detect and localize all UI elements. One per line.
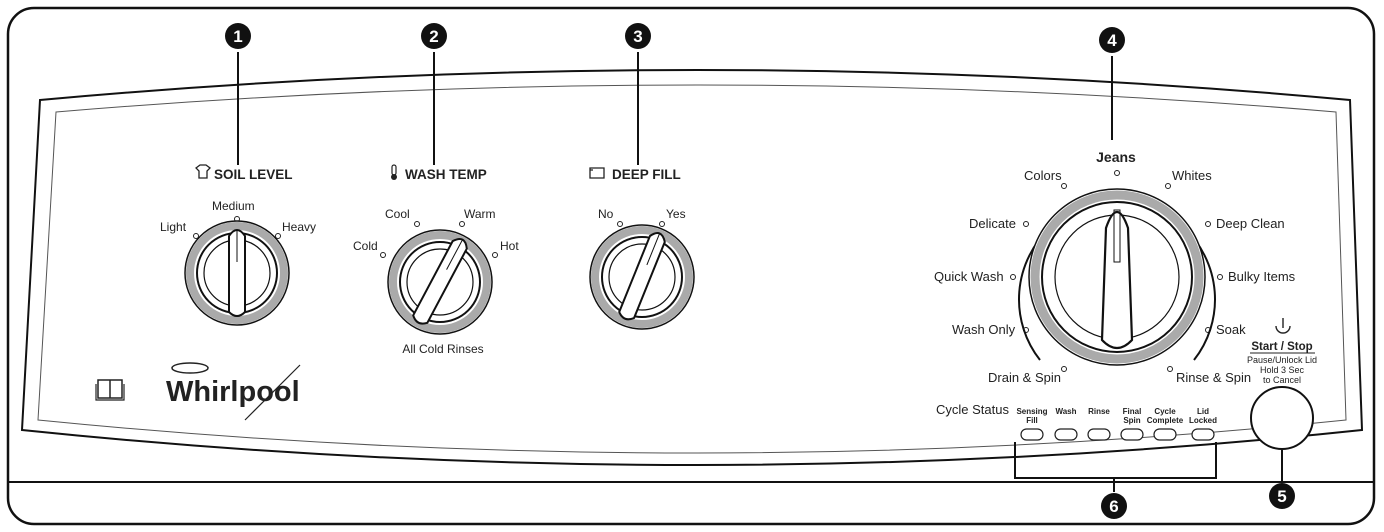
callout-3	[625, 23, 651, 49]
cycle-option-soak: Soak	[1216, 322, 1246, 337]
all-cold-rinses-note: All Cold Rinses	[402, 342, 483, 356]
callout-1-number: 1	[233, 27, 242, 46]
console-outline	[20, 69, 1364, 466]
temp-dot-hot	[492, 252, 498, 258]
cycle-option-jeans: Jeans	[1096, 149, 1136, 165]
power-icon	[1275, 318, 1291, 334]
start-stop-line3: to Cancel	[1263, 375, 1301, 385]
callout-4-number: 4	[1107, 31, 1117, 50]
cycle-dial-pointer	[1100, 210, 1134, 350]
temp-option-hot: Hot	[500, 239, 519, 253]
soil-level-knob[interactable]	[184, 220, 290, 326]
console-inner-outline	[37, 84, 1347, 454]
start-stop-line1: Pause/Unlock Lid	[1247, 355, 1317, 365]
callout-5	[1269, 483, 1295, 509]
manual-book-icon[interactable]	[95, 379, 125, 401]
cycle-dot-bulky-items	[1217, 274, 1223, 280]
status-light-sensing-fill	[1020, 428, 1044, 441]
start-stop-button[interactable]	[1250, 386, 1314, 450]
soil-option-heavy: Heavy	[282, 220, 316, 234]
cycle-dot-whites	[1165, 183, 1171, 189]
cycle-dot-drain-spin	[1061, 366, 1067, 372]
start-stop-title: Start / Stop	[1251, 341, 1312, 353]
callout-3-number: 3	[633, 27, 642, 46]
soil-option-light: Light	[160, 220, 187, 234]
cycle-option-whites: Whites	[1172, 168, 1212, 183]
soil-shirt-icon	[195, 164, 211, 179]
cycle-option-drain-spin: Drain & Spin	[988, 370, 1061, 385]
cycle-dot-colors	[1061, 183, 1067, 189]
status-lid-l1: Lid	[1197, 407, 1209, 416]
cycle-option-delicate: Delicate	[969, 216, 1016, 231]
temp-dot-warm	[459, 221, 465, 227]
cycle-option-quick-wash: Quick Wash	[934, 269, 1004, 284]
callout-6	[1101, 493, 1127, 519]
cycle-dot-rinse-spin	[1167, 366, 1173, 372]
cycle-option-colors: Colors	[1024, 168, 1062, 183]
cycle-dot-quick-wash	[1010, 274, 1016, 280]
status-light-final-spin	[1120, 428, 1144, 441]
temp-option-cool: Cool	[385, 207, 410, 221]
deep-fill-tub-icon	[589, 167, 605, 179]
cycle-option-rinse-spin: Rinse & Spin	[1176, 370, 1251, 385]
thermometer-icon	[391, 164, 397, 180]
status-final-l2: Spin	[1123, 416, 1140, 425]
temp-option-warm: Warm	[464, 207, 496, 221]
temp-knob-pointer	[412, 238, 468, 325]
deepfill-option-yes: Yes	[666, 207, 686, 221]
status-lid-l2: Locked	[1189, 416, 1217, 425]
status-cycle-l2: Complete	[1147, 416, 1184, 425]
deepfill-knob-pointer	[618, 232, 666, 321]
deep-fill-title: DEEP FILL	[612, 167, 681, 182]
callout-6-number: 6	[1109, 497, 1118, 516]
temp-dot-cool	[414, 221, 420, 227]
soil-level-title: SOIL LEVEL	[214, 167, 293, 182]
callout-5-number: 5	[1277, 487, 1286, 506]
status-wash-l1: Wash	[1055, 407, 1076, 416]
whirlpool-logo: Whirlpool	[166, 362, 301, 421]
brand-name: Whirlpool	[166, 376, 300, 408]
status-light-lid-locked	[1191, 428, 1215, 441]
status-sensing-l2: Fill	[1026, 416, 1038, 425]
cycle-option-deep-clean: Deep Clean	[1216, 216, 1285, 231]
callout-2	[421, 23, 447, 49]
status-bracket	[1014, 442, 1217, 479]
callout-1	[225, 23, 251, 49]
cycle-selector-dial[interactable]	[1018, 188, 1216, 366]
status-sensing-l1: Sensing	[1016, 407, 1047, 416]
temp-dot-cold	[380, 252, 386, 258]
soil-dot-heavy	[275, 233, 281, 239]
cycle-option-wash-only: Wash Only	[952, 322, 1016, 337]
status-light-cycle-complete	[1153, 428, 1177, 441]
cycle-status-label: Cycle Status	[936, 402, 1009, 417]
status-light-rinse	[1087, 428, 1111, 441]
status-light-wash	[1054, 428, 1078, 441]
status-cycle-l1: Cycle	[1154, 407, 1176, 416]
cycle-dot-deep-clean	[1205, 221, 1211, 227]
deepfill-dot-no	[617, 221, 623, 227]
deep-fill-knob[interactable]	[589, 224, 695, 330]
soil-dot-light	[193, 233, 199, 239]
cycle-dot-delicate	[1023, 221, 1029, 227]
callout-4	[1099, 27, 1125, 53]
cycle-option-bulky-items: Bulky Items	[1228, 269, 1296, 284]
start-stop-line2: Hold 3 Sec	[1260, 365, 1305, 375]
deepfill-option-no: No	[598, 207, 614, 221]
callout-2-number: 2	[429, 27, 438, 46]
temp-option-cold: Cold	[353, 239, 378, 253]
soil-option-medium: Medium	[212, 199, 255, 213]
status-rinse-l1: Rinse	[1088, 407, 1110, 416]
status-final-l1: Final	[1123, 407, 1142, 416]
deepfill-dot-yes	[659, 221, 665, 227]
soil-knob-pointer	[228, 229, 246, 317]
wash-temp-knob[interactable]	[387, 229, 493, 335]
wash-temp-title: WASH TEMP	[405, 167, 487, 182]
cycle-dot-jeans	[1114, 170, 1120, 176]
